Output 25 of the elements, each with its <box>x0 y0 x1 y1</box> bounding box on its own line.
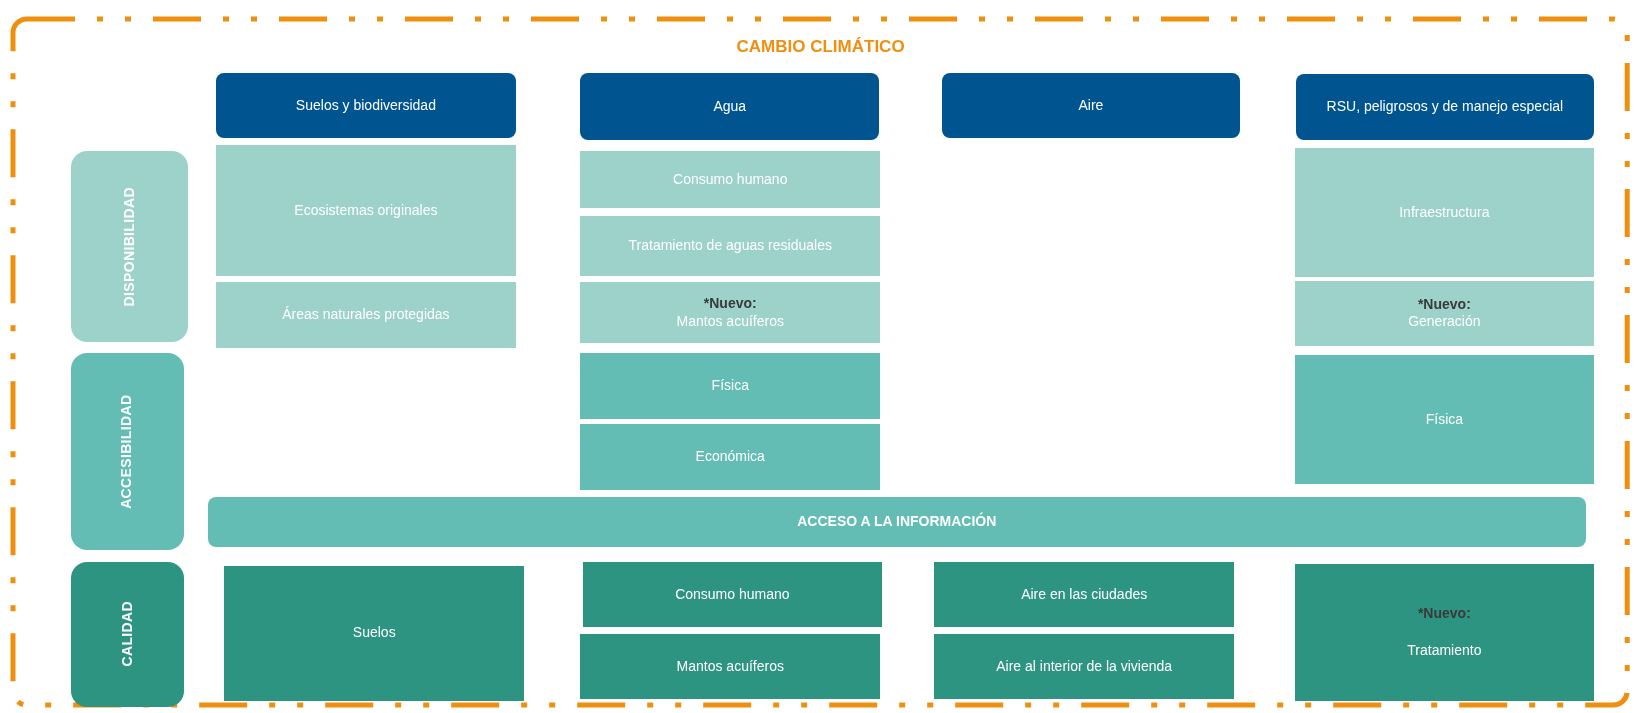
category-box: Infraestructura <box>1294 148 1595 277</box>
category-box: Mantos acuíferos <box>580 633 881 700</box>
information-band: ACCESO A LA INFORMACIÓN <box>207 496 1586 548</box>
category-box: Suelos <box>224 565 525 701</box>
category-box: Ecosistemas originales <box>216 145 516 276</box>
category-box: *Nuevo: Mantos acuíferos <box>580 281 881 344</box>
row-label: CALIDAD <box>70 561 184 707</box>
row-label: ACCESIBILIDAD <box>70 352 184 551</box>
category-box: *Nuevo: Generación <box>1294 280 1595 346</box>
column-header: Aire <box>941 73 1241 138</box>
column-header: RSU, peligrosos y de manejo especial <box>1295 74 1595 140</box>
column-header: Suelos y biodiversidad <box>216 73 516 138</box>
frame-title: CAMBIO CLIMÁTICO <box>735 35 906 58</box>
category-box: Física <box>1294 354 1595 485</box>
category-box: Económica <box>580 423 881 490</box>
category-box: Tratamiento de aguas residuales <box>580 216 881 276</box>
category-box: Aire en las ciudades <box>934 561 1234 628</box>
category-box: *Nuevo: Tratamiento <box>1294 563 1595 701</box>
category-box: Consumo humano <box>582 561 883 628</box>
category-box: Aire al interior de la vivienda <box>934 633 1234 700</box>
row-label: DISPONIBILIDAD <box>70 151 188 343</box>
category-box: Consumo humano <box>580 151 881 208</box>
column-header: Agua <box>580 73 879 140</box>
category-box: Áreas naturales protegidas <box>216 281 516 348</box>
category-box: Física <box>580 352 881 419</box>
